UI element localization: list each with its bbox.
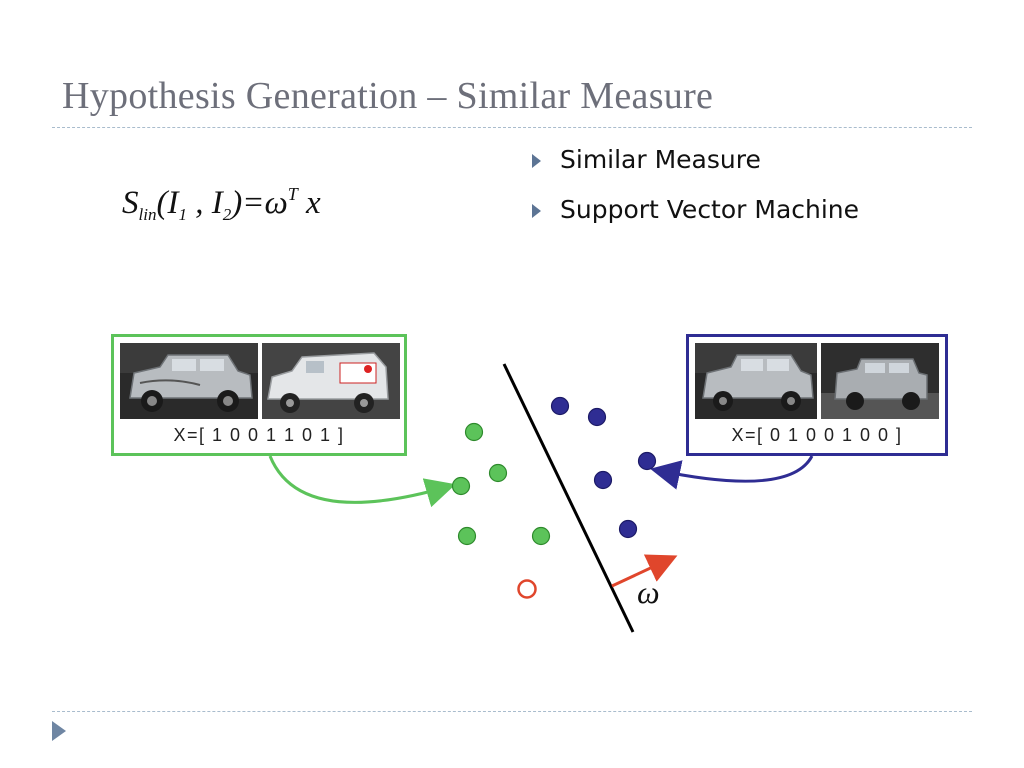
car-image-van — [262, 343, 400, 419]
negative-mapping-arrow — [650, 455, 814, 490]
slide-title: Hypothesis Generation – Similar Measure — [62, 75, 714, 117]
negative-point — [550, 396, 570, 416]
formula-open: (I — [156, 185, 179, 221]
bullet-item: Support Vector Machine — [530, 195, 859, 245]
negative-point — [618, 519, 638, 539]
footer-divider — [52, 711, 972, 712]
negative-feature-vector: X=[ 0 1 0 0 1 0 0 ] — [731, 425, 903, 445]
query-point — [517, 579, 537, 599]
negative-example-panel: X=[ 0 1 0 0 1 0 0 ] — [686, 334, 948, 456]
formula-sub-1: 1 — [178, 205, 187, 224]
positive-point — [488, 463, 508, 483]
negative-point — [587, 407, 607, 427]
formula-s: S — [122, 185, 139, 221]
bullet-item: Similar Measure — [530, 145, 859, 195]
negative-point — [637, 451, 657, 471]
car-image-jeep — [120, 343, 258, 419]
positive-point — [531, 526, 551, 546]
formula-sub-2: 2 — [222, 205, 232, 224]
formula-sup-t: T — [287, 184, 298, 204]
car-image-jeep — [695, 343, 817, 419]
positive-mapping-arrow — [268, 455, 456, 508]
positive-feature-vector: X=[ 1 0 0 1 1 0 1 ] — [173, 425, 345, 445]
bullet-triangle-icon — [532, 154, 541, 168]
bullet-text: Similar Measure — [560, 145, 761, 174]
formula-close: )=ω — [231, 185, 288, 221]
bullet-triangle-icon — [532, 204, 541, 218]
similarity-formula: Slin(I1 , I2)=ωT x — [122, 184, 321, 225]
car-image-truck — [821, 343, 939, 419]
omega-label: ω — [637, 574, 660, 610]
formula-comma: , I — [186, 185, 223, 221]
positive-example-panel: X=[ 1 0 0 1 1 0 1 ] — [111, 334, 407, 456]
slide-nav-triangle-icon[interactable] — [52, 721, 66, 741]
formula-x: x — [297, 185, 321, 221]
positive-point — [464, 422, 484, 442]
title-divider — [52, 127, 972, 128]
formula-sub-lin: lin — [138, 205, 157, 224]
negative-point — [593, 470, 613, 490]
decision-boundary — [502, 363, 635, 633]
weight-vector-arrow — [611, 554, 678, 588]
bullet-text: Support Vector Machine — [560, 195, 860, 224]
positive-point — [451, 476, 471, 496]
positive-point — [457, 526, 477, 546]
bullet-list: Similar Measure Support Vector Machine — [530, 145, 859, 245]
